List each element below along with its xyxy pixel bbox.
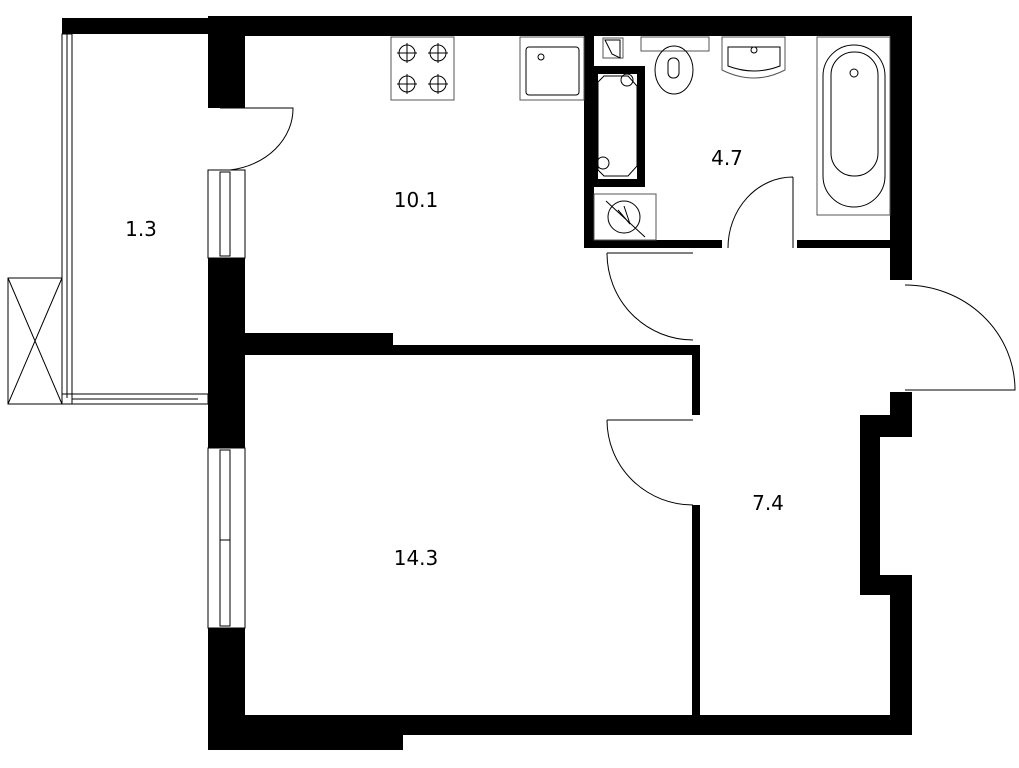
balcony-area-label: 1.3 [125,217,157,241]
bedroom-area-label: 14.3 [394,546,439,570]
windows [61,33,246,629]
toilet-icon [640,36,710,95]
washbasin-icon [721,36,786,79]
bathroom-area-label: 4.7 [711,146,743,170]
air-conditioner-icon [7,277,63,405]
entrance-door[interactable] [904,284,1016,391]
fixtures [7,36,891,405]
hallway-area-label: 7.4 [752,491,784,515]
bathtub-icon [816,36,891,216]
shaft-icon [596,73,638,177]
washing-machine-icon [593,193,657,241]
room-labels: 1.3 10.1 4.7 14.3 7.4 [125,146,784,570]
walls [62,16,912,750]
bedroom-door[interactable] [606,419,694,506]
doors[interactable] [220,107,1016,506]
kitchen-area-label: 10.1 [394,188,439,212]
stove-icon [390,36,455,101]
boiler-icon [602,37,624,59]
sink-icon [519,36,585,101]
bathroom-door[interactable] [727,176,794,249]
balcony-door[interactable] [220,107,294,171]
kitchen-door[interactable] [606,252,694,341]
